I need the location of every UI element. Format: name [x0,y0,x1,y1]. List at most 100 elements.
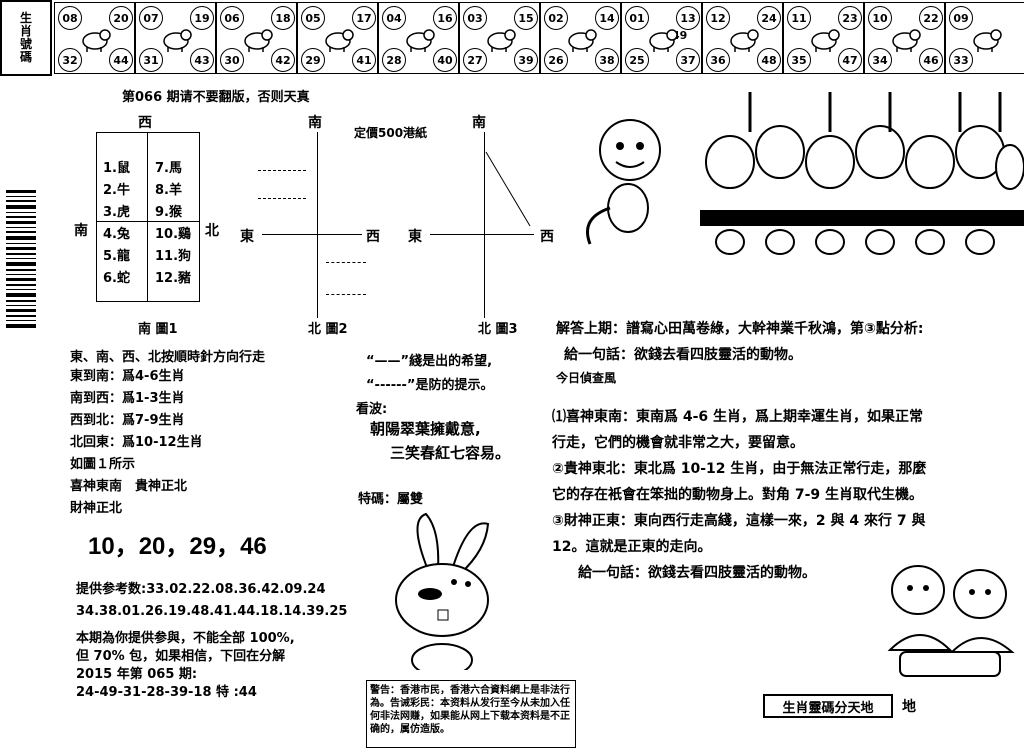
zodiac-number: 44 [109,48,133,72]
recommended-numbers: 10，20，29，46 [88,533,267,560]
zodiac-number: 43 [190,48,214,72]
fig2-dash [258,170,306,171]
warning-notice: 警告：香港市民，香港六合資料網上是非法行為。告诫彩民：本资料从发行至今从未加入任… [366,680,576,748]
answer-point: ②貴神東北：東北爲 10-12 生肖，由于無法正常行走，那麼 [552,461,927,477]
zodiac-number: 30 [220,48,244,72]
pig-icon [973,29,1002,52]
fig3-right-label: 西 [540,229,554,245]
answer-point: 它的存在衹會在笨拙的動物身上。對角 7-9 生肖取代生機。 [552,487,924,503]
zodiac-number: 32 [58,48,82,72]
zodiac-entry: 7.馬 [155,161,182,176]
fig2-price: 定價500港紙 [354,126,428,140]
answer-point: 給一句話：欲錢去看四肢靈活的動物。 [578,565,816,581]
fig2-bottom-label: 北 圖2 [308,322,348,337]
fig3-vline [484,132,485,318]
zodiac-number: 25 [625,48,649,72]
rule-line: 西到北：爲7-9生肖 [70,413,185,428]
fig2-dash [326,294,366,295]
promise-line: 2015 年第 065 期: [76,667,198,682]
answer-line: 解答上期：譜寫心田萬卷綠，大幹神業千秋鴻，第③點分析: [556,321,924,337]
horse-icon [568,29,597,52]
rabbit-icon [325,29,354,52]
zodiac-number: 35 [787,48,811,72]
gods-line: 喜神東南 貴神正北 [70,479,188,494]
promise-line: 24-49-31-28-39-18 特 :44 [76,685,257,700]
answer-point: ③財神正東：東向西行走高綫，這樣一來，2 與 4 來行 7 與 [552,513,926,529]
zodiac-number: 46 [919,48,943,72]
legend-solid: “——”綫是出的希望, [366,354,493,369]
zodiac-number: 24 [757,6,781,30]
fig2-dash [258,198,306,199]
fig1-bottom-label: 南 圖1 [138,322,178,337]
fig2-vline [317,132,318,318]
zodiac-number: 13 [676,6,700,30]
zodiac-number: 06 [220,6,244,30]
snake-icon [487,29,516,52]
rule-line: 東到南：爲4-6生肖 [70,369,185,384]
crowd-cartoon-icon [700,92,1024,262]
zodiac-number: 31 [139,48,163,72]
zodiac-number: 17 [352,6,376,30]
rabbit-cartoon-icon [395,512,490,670]
zodiac-cell: 08 20 32 44 [54,2,135,74]
legend-dashed: “------”是防的提示。 [366,378,494,393]
zodiac-entry: 8.羊 [155,183,182,198]
zodiac-entry: 10.鷄 [155,227,192,242]
header-label-char: 肖 [19,24,32,38]
fig1-top-label: 西 [138,115,152,131]
zodiac-number: 10 [868,6,892,30]
special-code: 特碼：屬雙 [358,492,424,507]
zodiac-number: 28 [382,48,406,72]
answer-section: 解答上期：譜寫心田萬卷綠，大幹神業千秋鴻，第③點分析: 給一句話：欲錢去看四肢靈… [556,316,923,388]
monkey-icon [730,29,759,52]
fig1-box [96,132,200,302]
zodiac-number: 23 [838,6,862,30]
zodiac-number: 15 [514,6,538,30]
zodiac-entry: 4.兔 [103,227,130,242]
zodiac-number: 01 [625,6,649,30]
zodiac-number: 34 [868,48,892,72]
zodiac-number: 20 [109,6,133,30]
fig2-right-label: 西 [366,229,380,245]
header-label: 生 肖 號 碼 [0,0,52,76]
zodiac-entry: 3.虎 [103,205,130,220]
zodiac-entry: 11.狗 [155,249,192,264]
fig3-bottom-label: 北 圖3 [478,322,518,337]
zodiac-entry: 2.牛 [103,183,130,198]
answer-point: 12。這就是正東的走向。 [552,539,712,555]
zodiac-number: 39 [514,48,538,72]
answer-points: ⑴喜神東南：東南爲 4-6 生肖，爲上期幸運生肖，如果正常 行走，它們的機會就非… [552,404,926,586]
tiger-icon [244,29,273,52]
dragon-icon [406,29,435,52]
stamp-suffix: 地 [902,699,916,715]
fig3-left-label: 東 [408,229,422,245]
horses-cartoon-icon [887,565,1015,677]
rooster-icon [811,29,840,52]
fig3-top-label: 南 [472,115,486,131]
zodiac-number: 04 [382,6,406,30]
zodiac-number: 14 [595,6,619,30]
zodiac-number: 29 [301,48,325,72]
header-label-char: 生 [19,11,32,25]
promise-line: 本期為你提供参與，不能全部 100%, [76,631,295,646]
answer-line: 給一句話：欲錢去看四肢靈活的動物。 [564,347,802,363]
zodiac-number: 08 [58,6,82,30]
reference-line-1: 提供参考数:33.02.22.08.36.42.09.24 [76,582,326,597]
zodiac-number: 33 [949,48,973,72]
rat-icon [82,29,111,52]
header-label-char: 碼 [19,50,32,64]
rule-line: 南到西：爲1-3生肖 [70,391,185,406]
promise-line: 但 70% 包，如果相信，下回在分解 [76,649,286,664]
zodiac-number: 40 [433,48,457,72]
brand-stamp: 生肖靈碼分天地 [763,694,893,718]
zodiac-number: 19 [190,6,214,30]
fig2-top-label: 南 [308,115,322,131]
zodiac-entry: 12.豬 [155,271,192,286]
